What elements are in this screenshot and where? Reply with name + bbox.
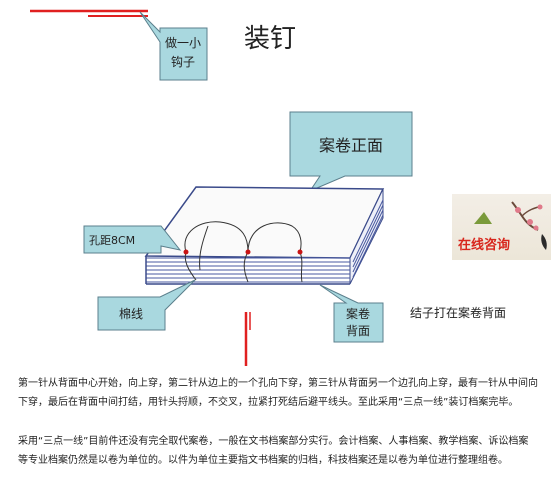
page-title: 装钉: [244, 24, 296, 54]
needle-thread: [244, 312, 251, 366]
callout-front-label: 案卷正面: [319, 136, 383, 155]
hook-thread: [30, 9, 148, 17]
callout-hole-distance: 孔距8CM: [83, 225, 182, 254]
file-stack: [144, 186, 385, 285]
binding-holes: [183, 249, 303, 255]
callout-hook-line2: 钩子: [171, 55, 195, 69]
callout-hole-distance-label: 孔距8CM: [89, 234, 135, 247]
callout-hook: 做一小 钩子: [139, 11, 208, 81]
callout-back-line2: 背面: [346, 324, 370, 338]
callout-thread: 棉线: [97, 279, 196, 331]
binding-thread: [184, 221, 303, 283]
paragraph-1: 第一针从背面中心开始，向上穿，第二针从边上的一个孔向下穿，第三针从背面另一个边孔…: [18, 378, 538, 408]
callout-thread-label: 棉线: [119, 307, 143, 321]
online-consult-banner[interactable]: 在线咨询: [452, 194, 551, 260]
paragraph-2: 采用“三点一线”目前件还没有完全取代案卷，一般在文书档案部分实行。会计档案、人事…: [18, 436, 529, 466]
callout-back-line1: 案卷: [346, 306, 370, 321]
callout-back: 案卷 背面: [319, 284, 384, 343]
callout-hook-line1: 做一小: [165, 35, 201, 50]
side-note: 结子打在案卷背面: [410, 305, 506, 320]
online-consult-label[interactable]: 在线咨询: [458, 238, 511, 253]
plum-blossom-icon: [474, 201, 547, 250]
callout-front: 案卷正面: [289, 111, 413, 193]
